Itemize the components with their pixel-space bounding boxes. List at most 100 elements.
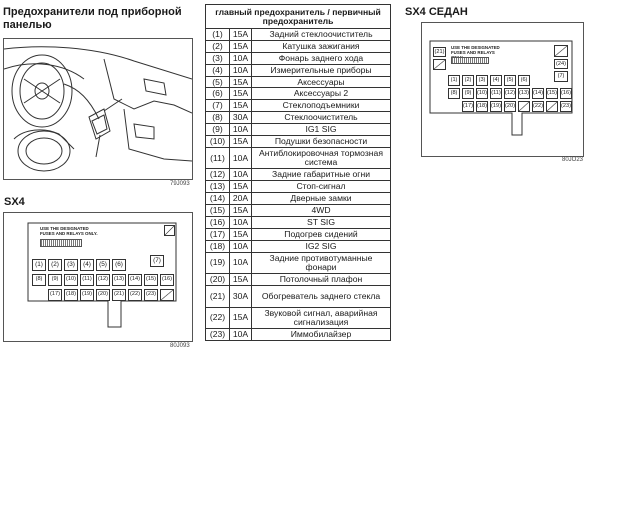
fuse-amperage: 10A xyxy=(229,63,252,77)
fuse-circuit: Задние противотуманные фонари xyxy=(251,251,391,275)
sx4-sedan-title: SX4 СЕДАН xyxy=(405,6,468,18)
sx4-fuse: (23) xyxy=(144,289,158,301)
sx4-figure-code: 80J093 xyxy=(170,343,190,349)
sx4-fuse: (2) xyxy=(48,259,62,271)
fuse-number: (9) xyxy=(205,123,230,137)
sx4-fuse: (7) xyxy=(150,255,164,267)
sx4-sedan-diagram-frame: (21) USE THE DESIGNATED FUSES AND RELAYS… xyxy=(421,22,584,157)
fuse-circuit: ST SIG xyxy=(251,215,391,229)
sx4-title: SX4 xyxy=(4,196,25,208)
fuse-table-header: главный предохранитель / первичный предо… xyxy=(205,4,391,29)
fuse-circuit: Катушка зажигания xyxy=(251,39,391,53)
fuse-number: (1) xyxy=(205,28,230,41)
fuse-table-header-row: главный предохранитель / первичный предо… xyxy=(205,4,391,29)
sedan-fuse: (9) xyxy=(462,88,474,99)
fuse-number: (14) xyxy=(205,192,230,206)
sedan-corner-slot xyxy=(554,45,568,57)
fuse-circuit: Иммобилайзер xyxy=(251,328,391,341)
fuse-circuit: Дверные замки xyxy=(251,192,391,206)
sx4-fuse: (14) xyxy=(128,274,142,286)
sedan-fuse: (3) xyxy=(476,75,488,86)
fuse-amperage: 10A xyxy=(229,146,252,170)
fuse-amperage: 10A xyxy=(229,328,252,341)
fuse-circuit: Задний стеклоочиститель xyxy=(251,28,391,41)
fuse-circuit: Подушки безопасности xyxy=(251,135,391,148)
sx4-fuse: (11) xyxy=(80,274,94,286)
dashboard-drawing-icon xyxy=(3,46,193,172)
sx4-fuse: (4) xyxy=(80,259,94,271)
sx4-fuse: (19) xyxy=(80,289,94,301)
sedan-corner-slot xyxy=(518,101,530,112)
sx4-spare-slots xyxy=(40,239,82,247)
fuse-number: (6) xyxy=(205,87,230,101)
fuse-number: (12) xyxy=(205,168,230,182)
fuse-amperage: 15A xyxy=(229,28,252,41)
fuse-number: (11) xyxy=(205,146,230,170)
sx4-fuse: (21) xyxy=(112,289,126,301)
sedan-fuse: (24) xyxy=(554,59,568,69)
fuse-amperage: 15A xyxy=(229,135,252,148)
sx4-corner-slot xyxy=(164,225,175,236)
sx4-fuse: (5) xyxy=(96,259,110,271)
fuse-amperage: 15A xyxy=(229,180,252,194)
fuse-circuit: Задние габаритные огни xyxy=(251,168,391,182)
sedan-fuse: (15) xyxy=(546,88,558,99)
fuse-amperage: 10A xyxy=(229,215,252,229)
fuse-circuit: Обогреватель заднего стекла xyxy=(251,285,391,308)
fuse-number: (22) xyxy=(205,306,230,330)
fuse-circuit: Стеклоподъемники xyxy=(251,99,391,113)
fuse-circuit: Стоп-сигнал xyxy=(251,180,391,194)
sx4-corner-slot xyxy=(160,289,174,301)
fuse-number: (10) xyxy=(205,135,230,148)
sedan-fuse: (1) xyxy=(448,75,460,86)
fuse-circuit: Измерительные приборы xyxy=(251,63,391,77)
dashboard-illustration xyxy=(3,38,193,180)
sedan-fuse: (19) xyxy=(490,101,502,112)
fuse-circuit: Звуковой сигнал, аварийная сигнализация xyxy=(251,306,391,330)
fuse-amperage: 15A xyxy=(229,99,252,113)
sedan-fuse: (14) xyxy=(532,88,544,99)
sx4-sedan-box-outline-icon xyxy=(429,40,573,136)
fuse-circuit: 4WD xyxy=(251,204,391,217)
sedan-fuse: (2) xyxy=(462,75,474,86)
fuse-number: (23) xyxy=(205,328,230,341)
fuse-number: (19) xyxy=(205,251,230,275)
fuse-amperage: 15A xyxy=(229,87,252,101)
fuse-amperage: 10A xyxy=(229,251,252,275)
fuse-number: (8) xyxy=(205,111,230,125)
fuse-amperage: 10A xyxy=(229,239,252,253)
sx4-fuse: (13) xyxy=(112,274,126,286)
fuse-amperage: 30A xyxy=(229,111,252,125)
fuse-number: (21) xyxy=(205,285,230,308)
fuse-number: (20) xyxy=(205,273,230,287)
sedan-fuse: (22) xyxy=(532,101,544,112)
fuse-number: (13) xyxy=(205,180,230,194)
fuse-amperage: 15A xyxy=(229,306,252,330)
fuse-circuit: IG2 SIG xyxy=(251,239,391,253)
fuse-circuit: IG1 SIG xyxy=(251,123,391,137)
sx4-fuse: (16) xyxy=(160,274,174,286)
sedan-corner-slot xyxy=(546,101,558,112)
sedan-fuse: (13) xyxy=(518,88,530,99)
panel-figure-code: 79J093 xyxy=(170,181,190,187)
sx4-sedan-figure-code: 80JO23 xyxy=(562,157,584,163)
sx4-fuse: (1) xyxy=(32,259,46,271)
sx4-fuse: (3) xyxy=(64,259,78,271)
fuse-amperage: 20A xyxy=(229,192,252,206)
